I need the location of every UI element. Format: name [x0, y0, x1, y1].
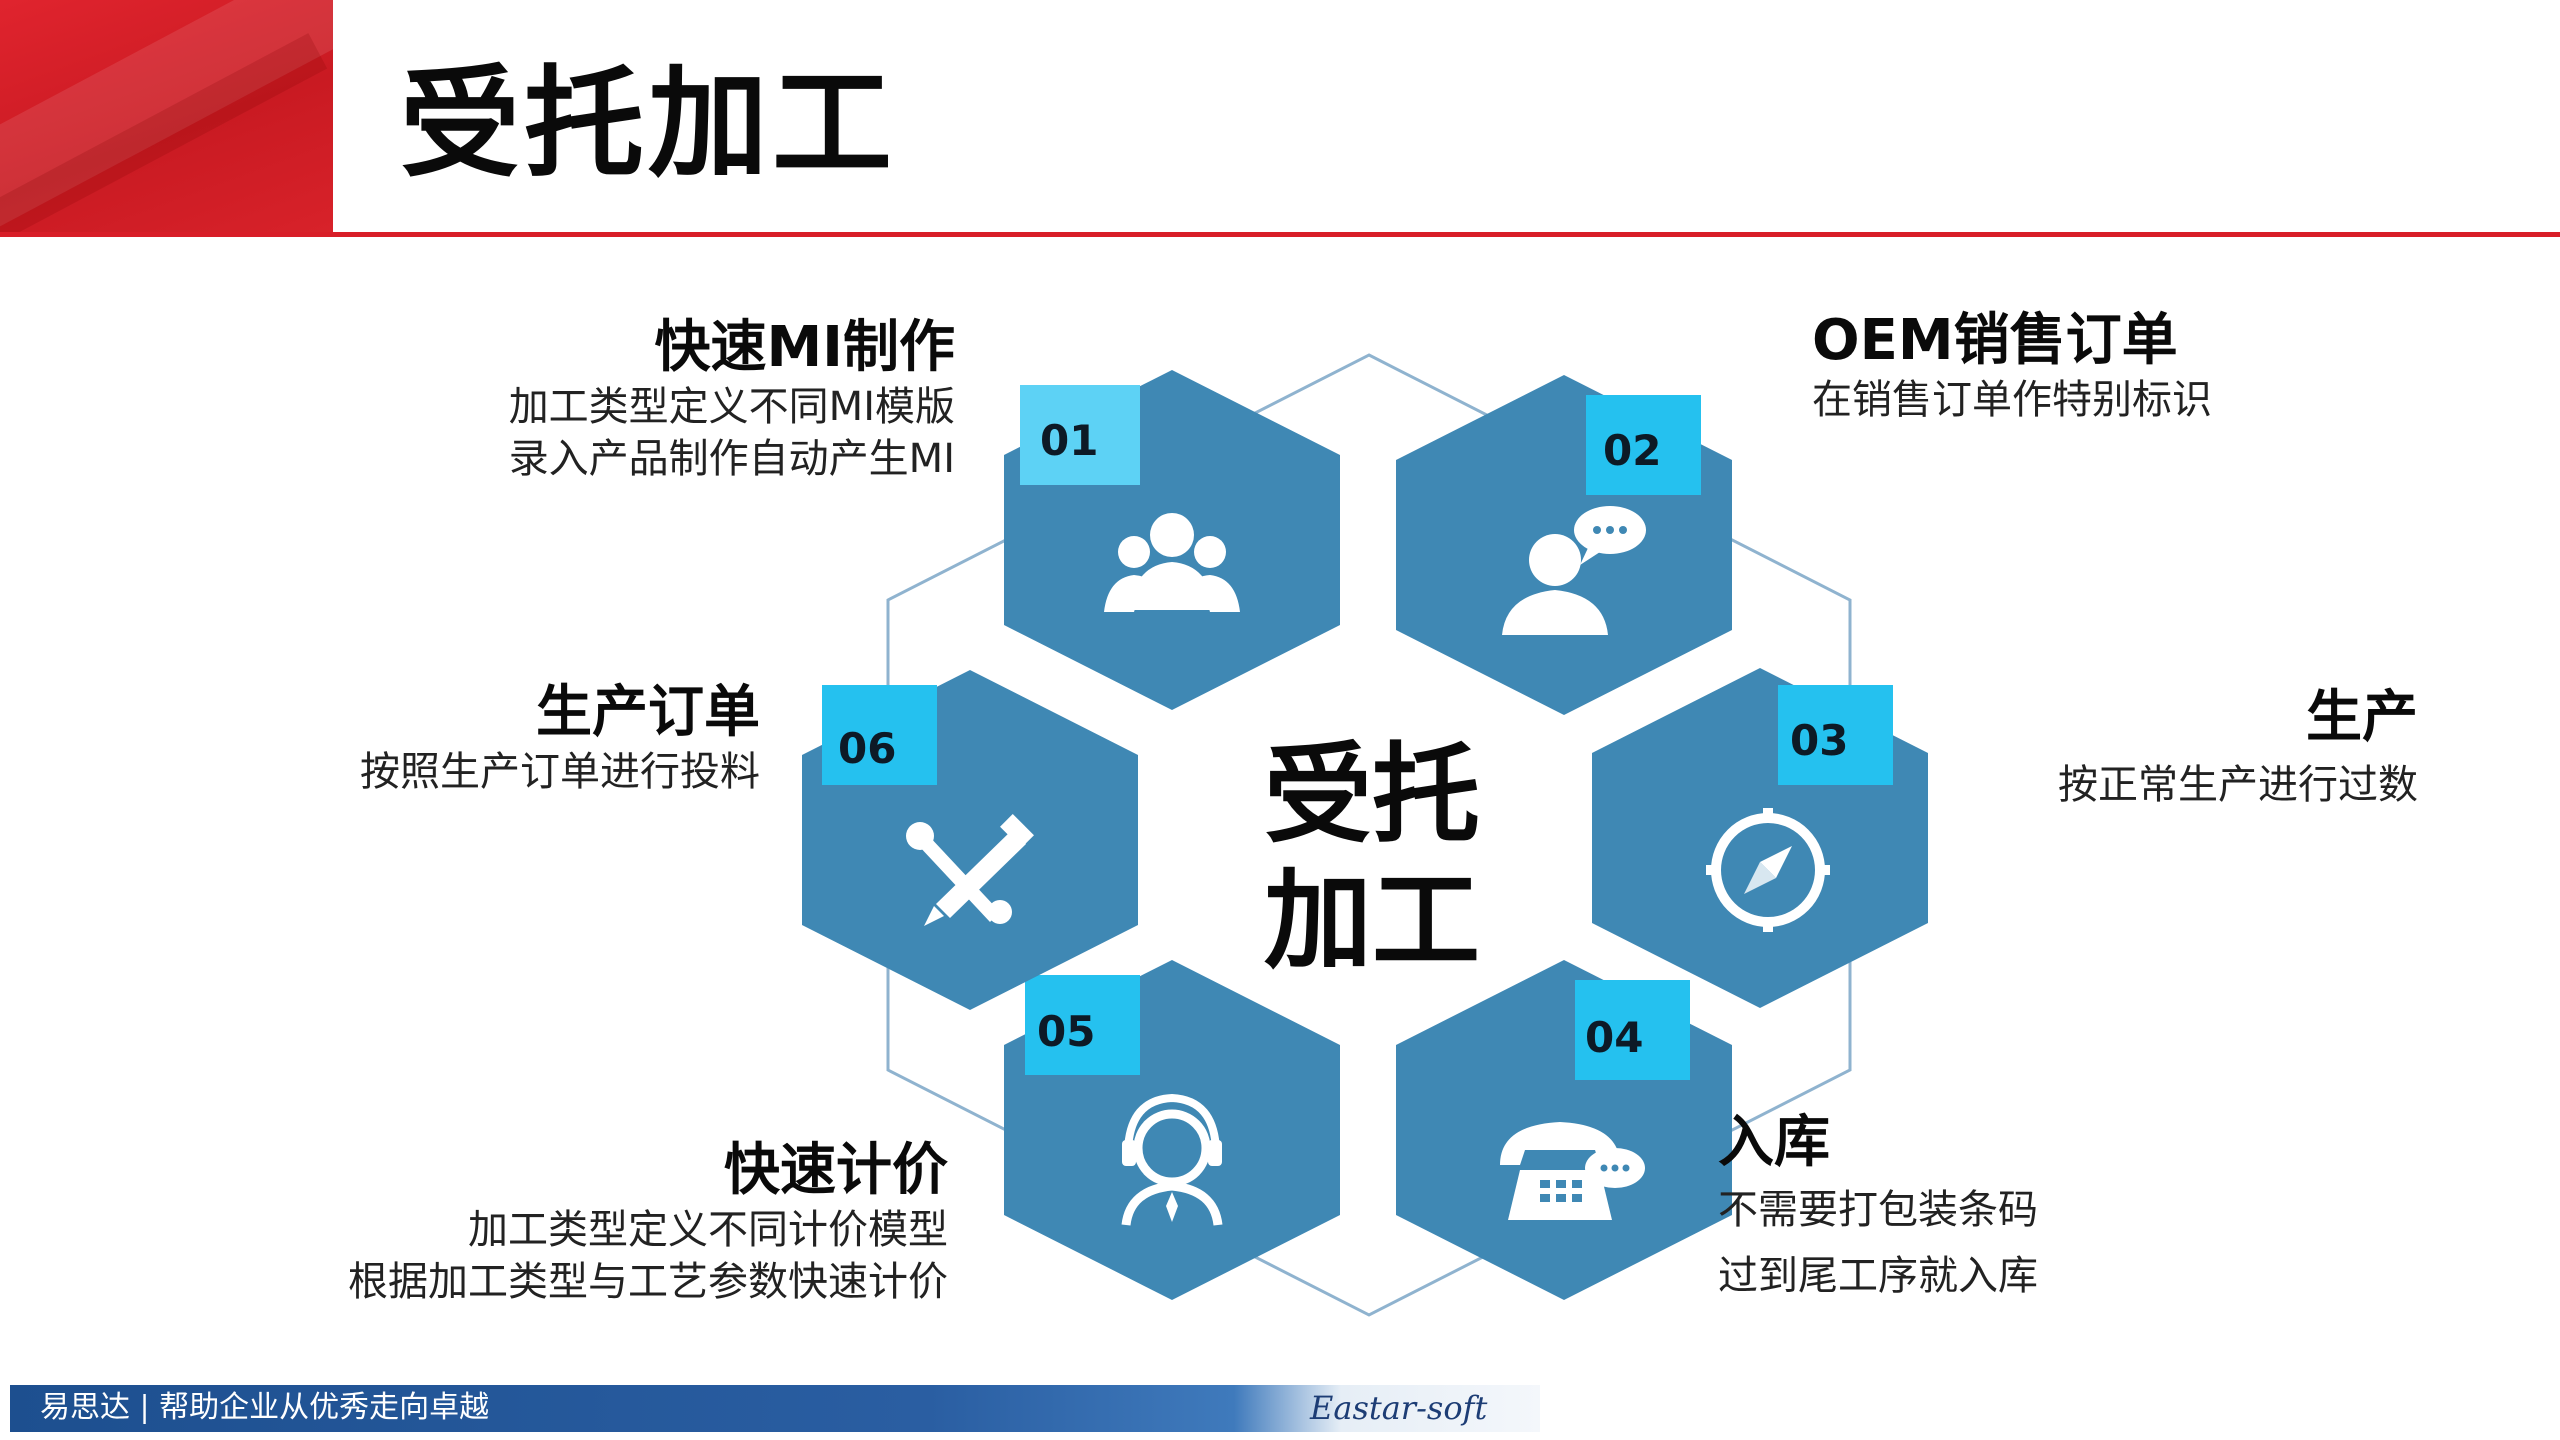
feature-stock-in: 入库 不需要打包装条码 过到尾工序就入库 [1718, 1110, 2038, 1302]
footer-bar: 易思达 | 帮助企业从优秀走向卓越 Eastar-soft [10, 1385, 1540, 1432]
feature-production: 生产 按正常生产进行过数 [2058, 685, 2418, 811]
feature-title: OEM销售订单 [1812, 308, 2178, 373]
customer-chat-icon [1502, 506, 1646, 635]
team-icon [1104, 513, 1240, 612]
hex-number-tab [1020, 385, 1140, 485]
headset-agent-icon [1121, 1093, 1223, 1226]
feature-desc-line: 按照生产订单进行投料 [360, 749, 760, 795]
hex-number-tab [1575, 980, 1690, 1080]
hex-number-tab [1025, 975, 1140, 1075]
hex-number-tab [1586, 395, 1701, 495]
hexagon-06[interactable]: 06 [802, 670, 1138, 1010]
hexagon-01[interactable]: 01 [1004, 370, 1340, 710]
hex-number: 05 [1037, 1007, 1095, 1056]
feature-oem: OEM销售订单 在销售订单作特别标识 [1812, 308, 2212, 426]
telephone-icon [1500, 1122, 1645, 1220]
tools-icon [906, 814, 1034, 926]
footer-slogan: 易思达 | 帮助企业从优秀走向卓越 [40, 1390, 490, 1425]
footer-brand-logo: Eastar-soft [1310, 1389, 1488, 1427]
hex-number: 03 [1790, 716, 1848, 765]
compass-icon [1706, 808, 1830, 932]
feature-title: 快速MI制作 [654, 315, 955, 380]
feature-desc-line: 不需要打包装条码 [1718, 1187, 2038, 1233]
feature-desc-line: 过到尾工序就入库 [1718, 1253, 2038, 1299]
hex-number: 06 [838, 724, 896, 773]
outline-hexagon [886, 353, 1852, 1317]
feature-title: 快速计价 [724, 1138, 948, 1203]
feature-desc-line: 加工类型定义不同MI模版 [508, 384, 955, 430]
feature-mi: 快速MI制作 加工类型定义不同MI模版 录入产品制作自动产生MI [509, 315, 955, 485]
header-decoration [0, 0, 333, 235]
feature-desc-line: 加工类型定义不同计价模型 [468, 1207, 948, 1253]
center-title-line-2: 加工 [1264, 859, 1480, 984]
feature-title: 入库 [1718, 1110, 1830, 1175]
hex-number: 01 [1040, 416, 1098, 465]
feature-title: 生产订单 [536, 680, 760, 745]
feature-desc-line: 按正常生产进行过数 [2058, 762, 2418, 808]
feature-desc-line: 录入产品制作自动产生MI [508, 436, 955, 482]
feature-production-order: 生产订单 按照生产订单进行投料 [360, 680, 760, 798]
center-title-line-1: 受托 [1264, 733, 1480, 858]
feature-title: 生产 [2306, 685, 2418, 750]
hex-number-tab [822, 685, 937, 785]
header-divider [0, 232, 2560, 237]
feature-desc-line: 根据加工类型与工艺参数快速计价 [348, 1259, 948, 1305]
hexagon-03[interactable]: 03 [1592, 668, 1928, 1008]
hexagon-05[interactable]: 05 [1004, 960, 1340, 1300]
hexagon-02[interactable]: 02 [1396, 375, 1732, 715]
feature-desc-line: 在销售订单作特别标识 [1812, 377, 2212, 423]
page-title: 受托加工 [400, 55, 896, 194]
hexagon-04[interactable]: 04 [1396, 960, 1732, 1300]
feature-pricing: 快速计价 加工类型定义不同计价模型 根据加工类型与工艺参数快速计价 [348, 1138, 948, 1308]
hex-number-tab [1778, 685, 1893, 785]
hex-number: 02 [1603, 426, 1661, 475]
hex-number: 04 [1585, 1013, 1643, 1062]
